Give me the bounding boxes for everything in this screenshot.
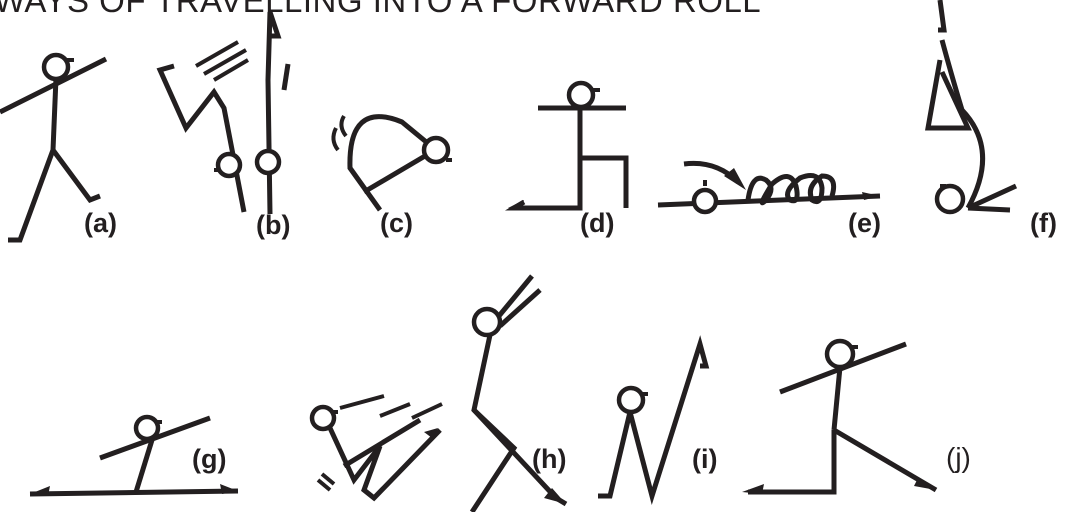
- figure-e-head: [694, 190, 716, 212]
- figure-f-head: [937, 186, 963, 212]
- figure-i-head: [619, 388, 643, 412]
- figure-g-head: [136, 417, 158, 439]
- figure-c-head: [424, 138, 448, 162]
- label-i: (i): [692, 444, 717, 475]
- figure-h-head-1: [312, 407, 334, 429]
- label-d: (d): [580, 208, 614, 239]
- figure-d-back-leg: [514, 158, 580, 208]
- figure-a-torso: [53, 78, 56, 150]
- figure-a-right-leg: [53, 150, 100, 200]
- figure-g-torso: [136, 440, 152, 492]
- figure-h-head-2: [474, 309, 500, 335]
- label-g: (g): [192, 444, 226, 475]
- figure-e-spirals: [748, 176, 834, 203]
- figure-h-standing-body: [472, 335, 514, 512]
- figure-j-head: [827, 341, 853, 367]
- figure-j-back-leg: [748, 430, 834, 492]
- figure-b-head-1: [218, 154, 240, 176]
- label-f: (f): [1030, 208, 1057, 239]
- figure-d-head: [569, 83, 593, 107]
- label-j: (j): [946, 442, 971, 474]
- figure-b: [160, 12, 288, 214]
- figure-b-body-path: [160, 66, 244, 212]
- label-a: (a): [84, 208, 117, 239]
- figure-c: [333, 116, 452, 210]
- figure-j: [742, 341, 936, 494]
- figure-d-front-leg: [580, 158, 626, 208]
- label-c: (c): [380, 208, 413, 239]
- figure-d: [508, 83, 626, 210]
- figure-g-legs: [30, 491, 238, 494]
- figure-a-left-leg: [8, 150, 53, 240]
- label-e: (e): [848, 208, 881, 239]
- label-b: (b): [256, 210, 290, 241]
- figure-f-back: [942, 40, 983, 208]
- figure-i-body: [598, 344, 706, 496]
- figure-b-upright: [268, 12, 278, 214]
- figure-a-head: [44, 55, 68, 79]
- figure-b-head-2: [257, 151, 279, 173]
- figure-f: [928, 0, 1016, 212]
- figure-i: [598, 344, 706, 496]
- label-h: (h): [532, 444, 566, 475]
- figure-e: [658, 163, 880, 212]
- figure-c-body: [350, 117, 436, 210]
- figure-h: [312, 276, 566, 512]
